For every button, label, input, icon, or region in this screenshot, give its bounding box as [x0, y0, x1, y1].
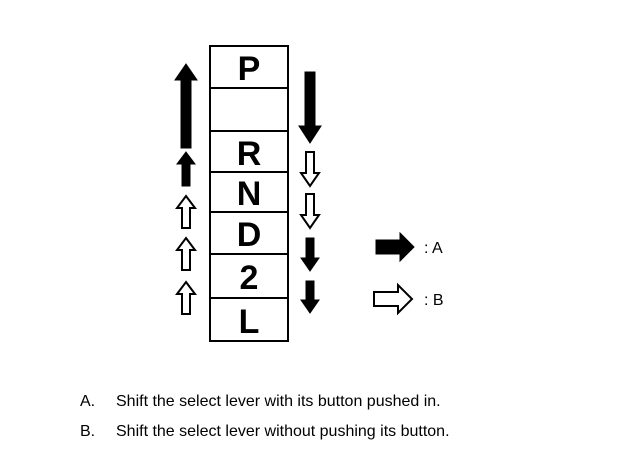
gear-label-d: D [237, 216, 262, 254]
gear-label-n: N [237, 175, 262, 213]
filled-down-arrow-icon [300, 237, 320, 272]
upshift-arrows [174, 63, 198, 315]
outline-down-arrow-icon [299, 151, 321, 188]
legend-filled-arrow-icon [375, 231, 415, 263]
filled-up-arrow-icon [174, 63, 198, 149]
note-text: Shift the select lever without pushing i… [116, 423, 450, 440]
filled-down-arrow-icon [298, 71, 322, 144]
gear-label-r: R [237, 135, 262, 173]
note-b: B. Shift the select lever without pushin… [80, 422, 600, 452]
note-text: Shift the select lever with its button p… [116, 393, 441, 410]
legend-label-a: : A [424, 240, 443, 257]
shift-gate: P R N D 2 L [209, 45, 289, 342]
note-key: B. [80, 423, 96, 440]
legend-outline-arrow-icon [373, 282, 414, 316]
downshift-arrows [298, 71, 322, 314]
filled-up-arrow-icon [176, 151, 196, 187]
note-a: A. Shift the select lever with its butto… [80, 392, 600, 422]
legend-label-b: : B [424, 292, 444, 309]
outline-up-arrow-icon [175, 236, 197, 271]
gate-frame [209, 45, 289, 342]
outline-up-arrow-icon [175, 194, 197, 229]
legend-notes: A. Shift the select lever with its butto… [80, 392, 600, 452]
outline-up-arrow-icon [175, 280, 197, 315]
legend: : A : B [373, 231, 444, 316]
gear-label-p: P [238, 50, 261, 88]
gear-label-2: 2 [240, 259, 259, 297]
gear-label-l: L [239, 303, 260, 341]
note-key: A. [80, 393, 96, 410]
outline-down-arrow-icon [299, 193, 321, 230]
filled-down-arrow-icon [300, 280, 320, 314]
